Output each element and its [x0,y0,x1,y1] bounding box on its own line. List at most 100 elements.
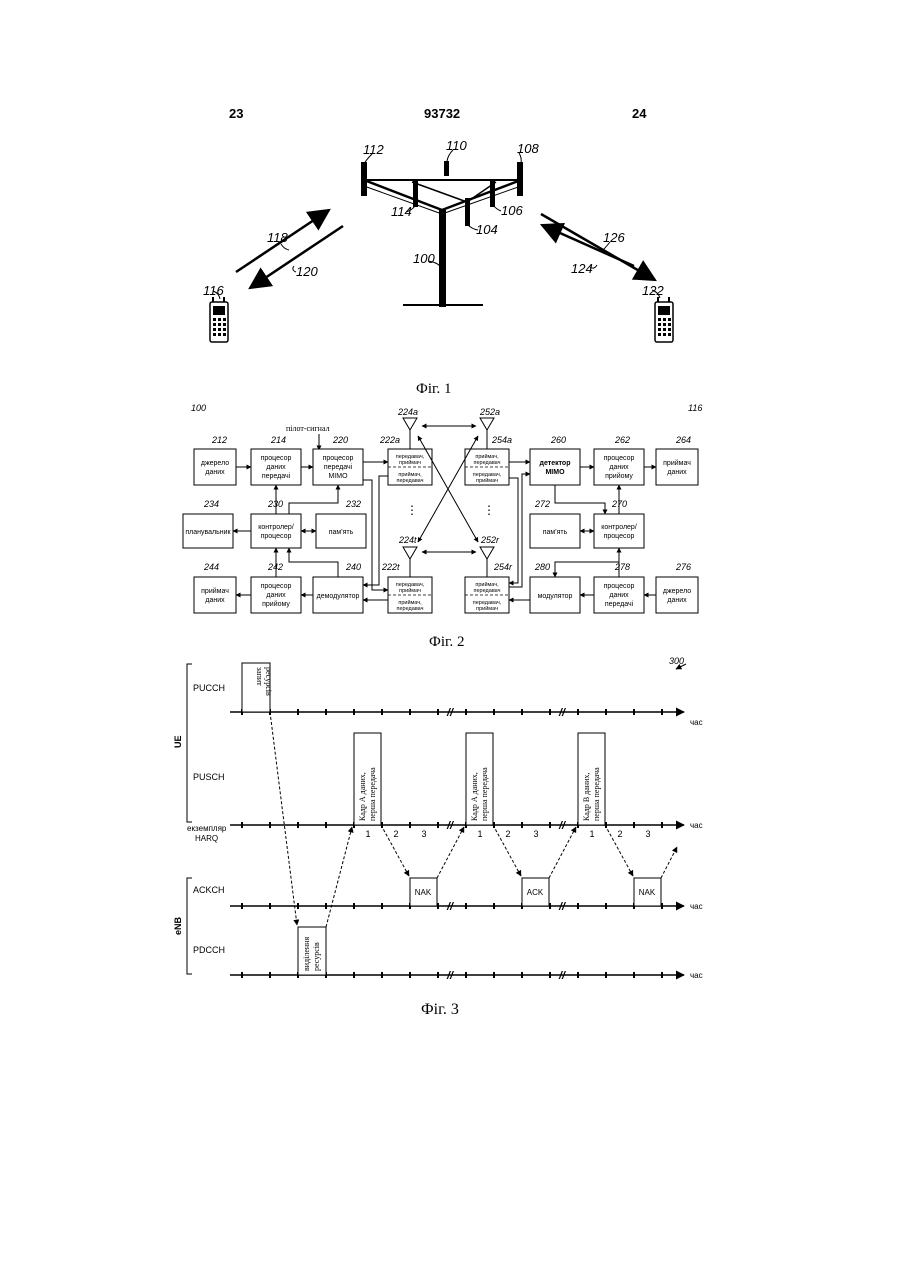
ref-254r: 254r [493,562,513,572]
data-sink-244-box [194,577,236,613]
ref-116: 116 [688,403,702,413]
ref-232: 232 [345,499,361,509]
svg-text:3: 3 [645,829,650,839]
data-frame-a-second-label: Кадр А даних,перша передача [470,767,489,821]
time-label-pucch: час [690,718,703,727]
ref-260: 260 [550,435,566,445]
svg-text:3: 3 [421,829,426,839]
svg-text:1: 1 [589,829,594,839]
forward-link-118-arrow [236,210,329,272]
antenna-104 [465,198,470,226]
ref-212: 212 [211,435,227,445]
svg-text://: // [446,820,455,832]
mimo-detector-260-box [530,449,580,485]
pilot-signal-label: пілот-сигнал [286,424,330,433]
ref-264: 264 [675,435,691,445]
time-label-pusch: час [690,821,703,830]
svg-text:приймач,передавач: приймач,передавач [474,453,501,466]
svg-text:модулятор: модулятор [538,593,573,600]
page-number-right: 24 [632,106,646,121]
ref-252r: 252r [480,535,500,545]
figure-1-diagram: 112 110 108 114 106 104 100 118 120 126 … [0,130,901,360]
nak-label-1: NAK [415,888,432,897]
ue-label: UE [173,735,183,748]
ref-230: 230 [267,499,283,509]
ref-116: 116 [203,283,224,298]
svg-text://: // [558,970,567,982]
ref-242: 242 [267,562,283,572]
svg-text://: // [558,820,567,832]
ref-240: 240 [345,562,361,572]
controller-270-box [594,514,644,548]
ref-124: 124 [571,261,593,276]
svg-text:планувальник: планувальник [185,529,231,536]
patent-number: 93732 [424,106,460,121]
svg-text:приймач,передавач: приймач,передавач [397,599,424,612]
ref-300: 300 [669,656,684,666]
page-number-left: 23 [229,106,243,121]
figure-3-caption: Фіг. 3 [421,1001,459,1019]
nak-label-2: NAK [639,888,656,897]
harq-label-line1: екземпляр [187,824,227,833]
access-terminal-122-icon [655,297,673,342]
vertical-dots-right: ⋮ [483,503,495,517]
ref-272: 272 [534,499,550,509]
ref-278: 278 [614,562,630,572]
svg-text:пам'ять: пам'ять [329,529,354,536]
ref-100: 100 [413,251,435,266]
svg-text:3: 3 [533,829,538,839]
figure-2-caption: Фіг. 2 [429,634,464,651]
data-frame-a-first-label: Кадр А даних,перша передача [358,767,377,821]
ref-106: 106 [501,203,523,218]
ref-100: 100 [191,403,206,413]
time-label-pdcch: час [690,971,703,980]
time-label-ackch: час [690,902,703,911]
figure-3-timing-diagram: 300 UE eNB PUCCH PUSCH ACKCH PDCCH екзем… [0,650,901,995]
ref-224t: 224t [398,535,417,545]
ref-108: 108 [517,141,539,156]
antenna-symbols [403,418,494,577]
ref-222a: 222а [379,435,400,445]
svg-text://: // [558,901,567,913]
ref-214: 214 [270,435,286,445]
ref-280: 280 [534,562,550,572]
controller-230-box [251,514,301,548]
figure-2-block-diagram: 100 116 212 214 220 222а 224а 252а 254а … [0,395,901,630]
svg-text:передавач,приймач: передавач,приймач [396,454,425,466]
svg-text:1: 1 [477,829,482,839]
svg-text://: // [446,707,455,719]
access-terminal-116-icon [210,297,228,342]
ref-234: 234 [203,499,219,509]
vertical-dots-left: ⋮ [406,503,418,517]
antenna-108 [517,162,523,196]
ref-252a: 252а [479,407,500,417]
svg-text://: // [558,707,567,719]
data-source-276-box [656,577,698,613]
svg-text:пам'ять: пам'ять [543,529,568,536]
ackch-label: ACKCH [193,885,225,895]
data-sink-264-box [656,449,698,485]
svg-text:передавач,приймач: передавач,приймач [396,582,425,594]
ack-label: ACK [527,888,544,897]
ref-126: 126 [603,230,625,245]
antenna-112 [361,162,367,196]
data-source-212-box [194,449,236,485]
ref-114: 114 [391,204,412,219]
ref-262: 262 [614,435,630,445]
antenna-110 [444,161,449,176]
data-frame-b-first-label: Кадр В даних,перша передача [582,767,601,821]
svg-text:1: 1 [365,829,370,839]
harq-label-line2: HARQ [195,834,218,843]
ref-276: 276 [675,562,691,572]
pdcch-label: PDCCH [193,945,225,955]
ref-222t: 222t [381,562,400,572]
pusch-label: PUSCH [193,772,225,782]
svg-text:2: 2 [393,829,398,839]
enb-label: eNB [173,916,183,935]
svg-text:2: 2 [505,829,510,839]
ref-112: 112 [363,142,384,157]
forward-link-124-arrow [541,214,655,280]
svg-text://: // [446,901,455,913]
ref-244: 244 [203,562,219,572]
